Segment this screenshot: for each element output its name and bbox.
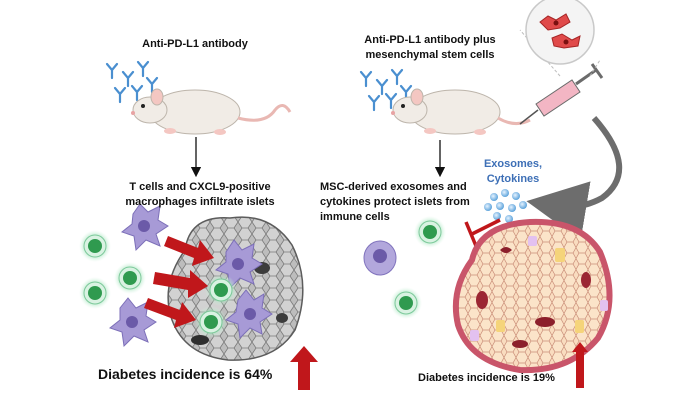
right-title-line-2: mesenchymal stem cells: [365, 49, 495, 61]
right-step-line-1: MSC-derived exosomes and: [320, 181, 467, 193]
right-step-text: MSC-derived exosomes and cytokines prote…: [320, 180, 490, 225]
t-cell-icon: [390, 287, 422, 319]
antibody-icon-group-right: [359, 68, 413, 112]
incidence-up-arrow-large: [290, 346, 318, 390]
macrophage-icon: [108, 297, 157, 348]
infiltration-arrows: [144, 236, 214, 328]
islet-protected: [452, 218, 613, 374]
left-panel-title: Anti-PD-L1 antibody: [142, 38, 248, 50]
secretion-arrow: [526, 116, 623, 241]
syringe-icon: [519, 63, 604, 125]
incidence-up-arrow-small: [572, 342, 588, 388]
exosome-cluster: [484, 189, 527, 223]
right-title-line-1: Anti-PD-L1 antibody plus: [364, 34, 496, 46]
right-outcome: Diabetes incidence is 19%: [418, 372, 555, 384]
t-cell-icon: [205, 274, 237, 306]
left-step-line-1: T cells and CXCL9-positive: [129, 181, 271, 193]
stem-cell-magnifier: [519, 0, 601, 77]
left-step-text: T cells and CXCL9-positive macrophages i…: [100, 180, 300, 210]
macrophage-icon: [214, 239, 263, 290]
right-panel-title: Anti-PD-L1 antibody plus mesenchymal ste…: [340, 33, 520, 63]
t-cell-icon: [195, 306, 227, 338]
secreted-line-2: Cytokines: [486, 173, 540, 185]
t-cell-icon: [114, 262, 146, 294]
right-step-line-3: immune cells: [320, 211, 390, 223]
secreted-line-1: Exosomes,: [483, 158, 543, 170]
left-outcome: Diabetes incidence is 64%: [98, 366, 273, 382]
antibody-icon-group-left: [105, 60, 159, 104]
left-step-line-2: macrophages infiltrate islets: [125, 196, 275, 208]
inhibition-symbol: [464, 218, 501, 247]
t-cell-icon: [414, 216, 446, 248]
macrophage-icon: [120, 203, 169, 252]
secreted-factors-label: Exosomes, Cytokines: [468, 157, 558, 187]
mouse-icon-right: [391, 88, 531, 135]
macrophage-icon: [224, 289, 273, 340]
mouse-icon-left: [131, 88, 292, 135]
right-step-line-2: cytokines protect islets from: [320, 196, 470, 208]
t-cell-icon: [79, 277, 111, 309]
t-cell-icon: [79, 230, 111, 262]
macrophage-icon: [363, 240, 397, 276]
